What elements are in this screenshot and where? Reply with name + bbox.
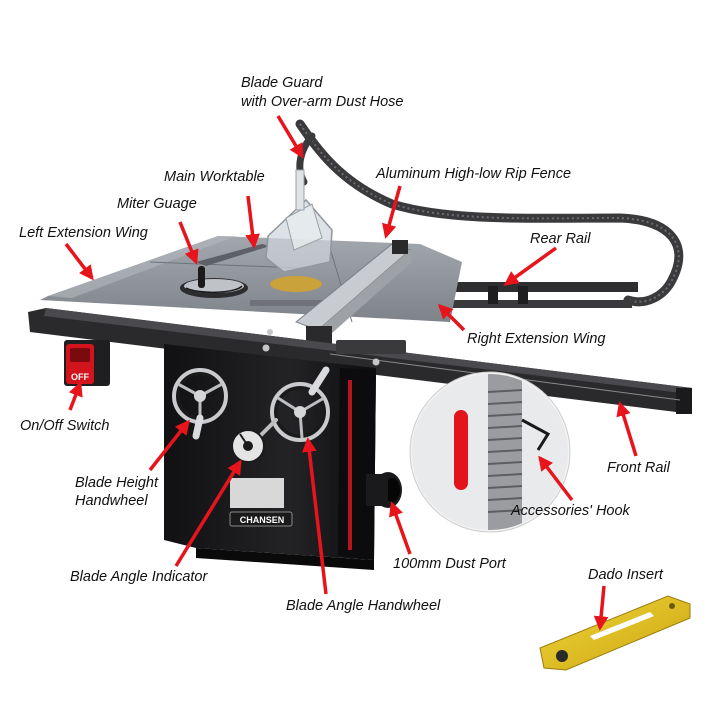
- label-rip-fence: Aluminum High-low Rip Fence: [376, 166, 572, 182]
- accessories-hook-inset: [409, 371, 571, 533]
- label-blade-height-line2: Handwheel: [75, 493, 148, 509]
- label-blade-angle-indicator: Blade Angle Indicator: [70, 569, 208, 585]
- rip-fence: [294, 240, 412, 350]
- label-arrows: [64, 115, 638, 631]
- label-front-rail: Front Rail: [607, 460, 670, 476]
- dust-port: [366, 472, 402, 508]
- blade-angle-handwheel: [254, 366, 330, 442]
- label-miter-gauge: Miter Guage: [117, 196, 197, 212]
- label-blade-angle-handwheel: Blade Angle Handwheel: [286, 598, 441, 614]
- label-left-extension-wing: Left Extension Wing: [19, 225, 148, 241]
- label-blade-guard-line2: with Over-arm Dust Hose: [241, 94, 404, 110]
- label-right-extension-wing: Right Extension Wing: [467, 331, 606, 347]
- label-blade-height-line1: Blade Height: [75, 475, 159, 491]
- brand-logo-text: CHANSEN: [240, 515, 285, 525]
- label-blade-guard-line1: Blade Guard: [241, 75, 323, 91]
- blade-angle-indicator: [231, 429, 265, 463]
- label-rear-rail: Rear Rail: [530, 231, 591, 247]
- on-off-switch: [64, 340, 110, 386]
- label-on-off-switch: On/Off Switch: [20, 418, 110, 434]
- blade-height-handwheel: [172, 368, 228, 440]
- miter-gauge: [180, 266, 248, 298]
- label-accessories-hook: Accessories' Hook: [511, 503, 630, 519]
- dado-insert: [539, 595, 691, 671]
- rear-rail: [452, 282, 638, 308]
- label-dado-insert: Dado Insert: [588, 567, 663, 583]
- label-dust-port: 100mm Dust Port: [393, 556, 506, 572]
- switch-off-text: OFF: [71, 372, 89, 382]
- label-main-worktable: Main Worktable: [164, 169, 265, 185]
- blade-guard: [265, 169, 333, 273]
